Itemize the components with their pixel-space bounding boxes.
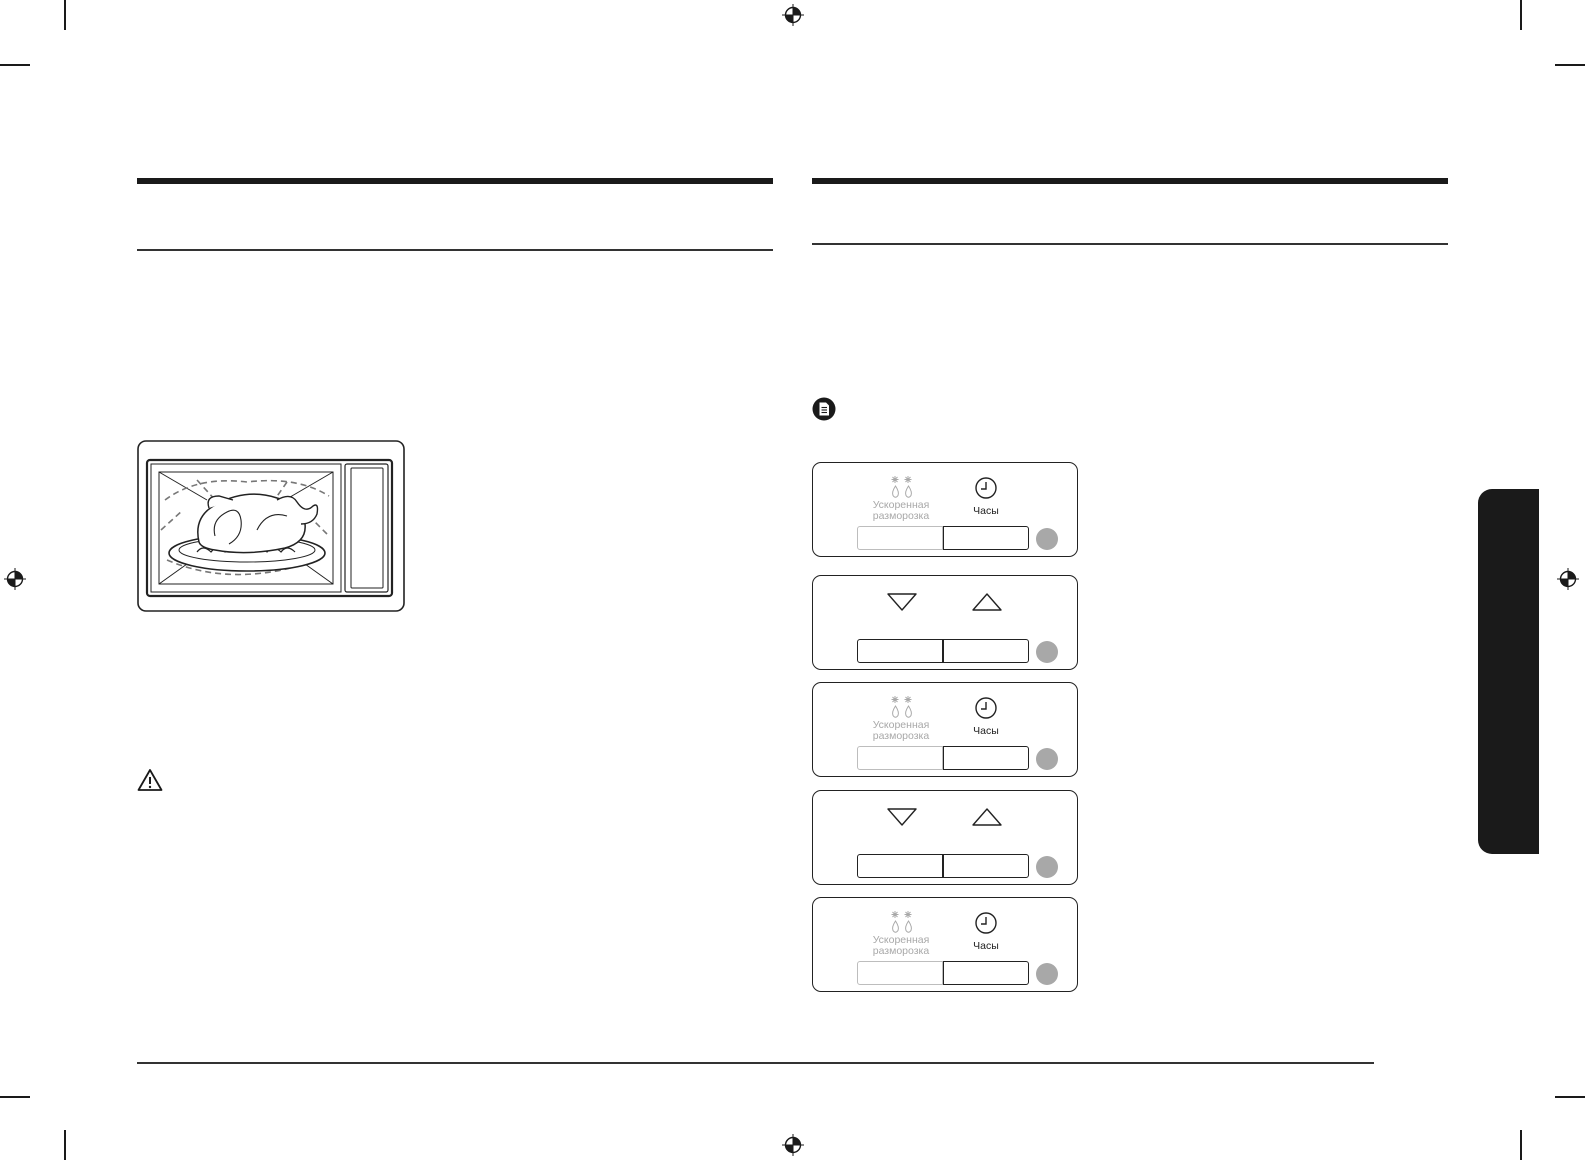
arrow-down-icon <box>887 808 917 826</box>
control-panel-step-3: Ускоренная разморозка Часы <box>812 682 1078 777</box>
note-icon <box>812 397 836 421</box>
clock-button[interactable] <box>943 746 1029 770</box>
footer-rule <box>137 1062 1374 1064</box>
defrost-icon <box>891 696 912 718</box>
right-heading-rule <box>812 178 1448 184</box>
step-marker <box>1036 748 1058 770</box>
clock-icon <box>975 697 997 719</box>
crop-mark <box>1520 1130 1522 1160</box>
step-marker <box>1036 641 1058 663</box>
registration-mark-icon <box>1557 568 1579 590</box>
defrost-button[interactable] <box>857 961 943 985</box>
control-panel-step-4 <box>812 790 1078 885</box>
arrow-up-icon <box>972 808 1002 826</box>
step-marker <box>1036 856 1058 878</box>
crop-mark <box>0 64 30 66</box>
right-subheading-rule <box>812 243 1448 245</box>
clock-icon <box>975 912 997 934</box>
defrost-button[interactable] <box>857 526 943 550</box>
crop-mark <box>64 1130 66 1160</box>
crop-mark <box>1555 1096 1585 1098</box>
microwave-chicken-illustration <box>137 440 405 612</box>
warning-icon <box>137 769 163 791</box>
control-panel-step-2 <box>812 575 1078 670</box>
step-marker <box>1036 528 1058 550</box>
clock-label: Часы <box>973 505 999 517</box>
arrow-up-icon <box>972 593 1002 611</box>
clock-button[interactable] <box>943 961 1029 985</box>
defrost-label: Ускоренная разморозка <box>872 499 930 522</box>
chapter-side-tab <box>1478 489 1539 854</box>
defrost-label: Ускоренная разморозка <box>872 719 930 742</box>
defrost-icon <box>891 476 912 498</box>
clock-button[interactable] <box>943 526 1029 550</box>
registration-mark-icon <box>782 1134 804 1156</box>
up-button[interactable] <box>943 639 1029 663</box>
defrost-icon <box>891 911 912 933</box>
crop-mark <box>0 1096 30 1098</box>
clock-icon <box>975 477 997 499</box>
crop-mark <box>64 0 66 30</box>
clock-label: Часы <box>973 725 999 737</box>
crop-mark <box>1555 64 1585 66</box>
crop-mark <box>1520 0 1522 30</box>
control-panel-step-1: Ускоренная разморозка Часы <box>812 462 1078 557</box>
registration-mark-icon <box>4 568 26 590</box>
defrost-label: Ускоренная разморозка <box>872 934 930 957</box>
defrost-button[interactable] <box>857 746 943 770</box>
clock-label: Часы <box>973 940 999 952</box>
up-button[interactable] <box>943 854 1029 878</box>
arrow-down-icon <box>887 593 917 611</box>
registration-mark-icon <box>782 4 804 26</box>
left-subheading-rule <box>137 249 773 251</box>
control-panel-step-5: Ускоренная разморозка Часы <box>812 897 1078 992</box>
down-button[interactable] <box>857 639 943 663</box>
left-heading-rule <box>137 178 773 184</box>
down-button[interactable] <box>857 854 943 878</box>
step-marker <box>1036 963 1058 985</box>
